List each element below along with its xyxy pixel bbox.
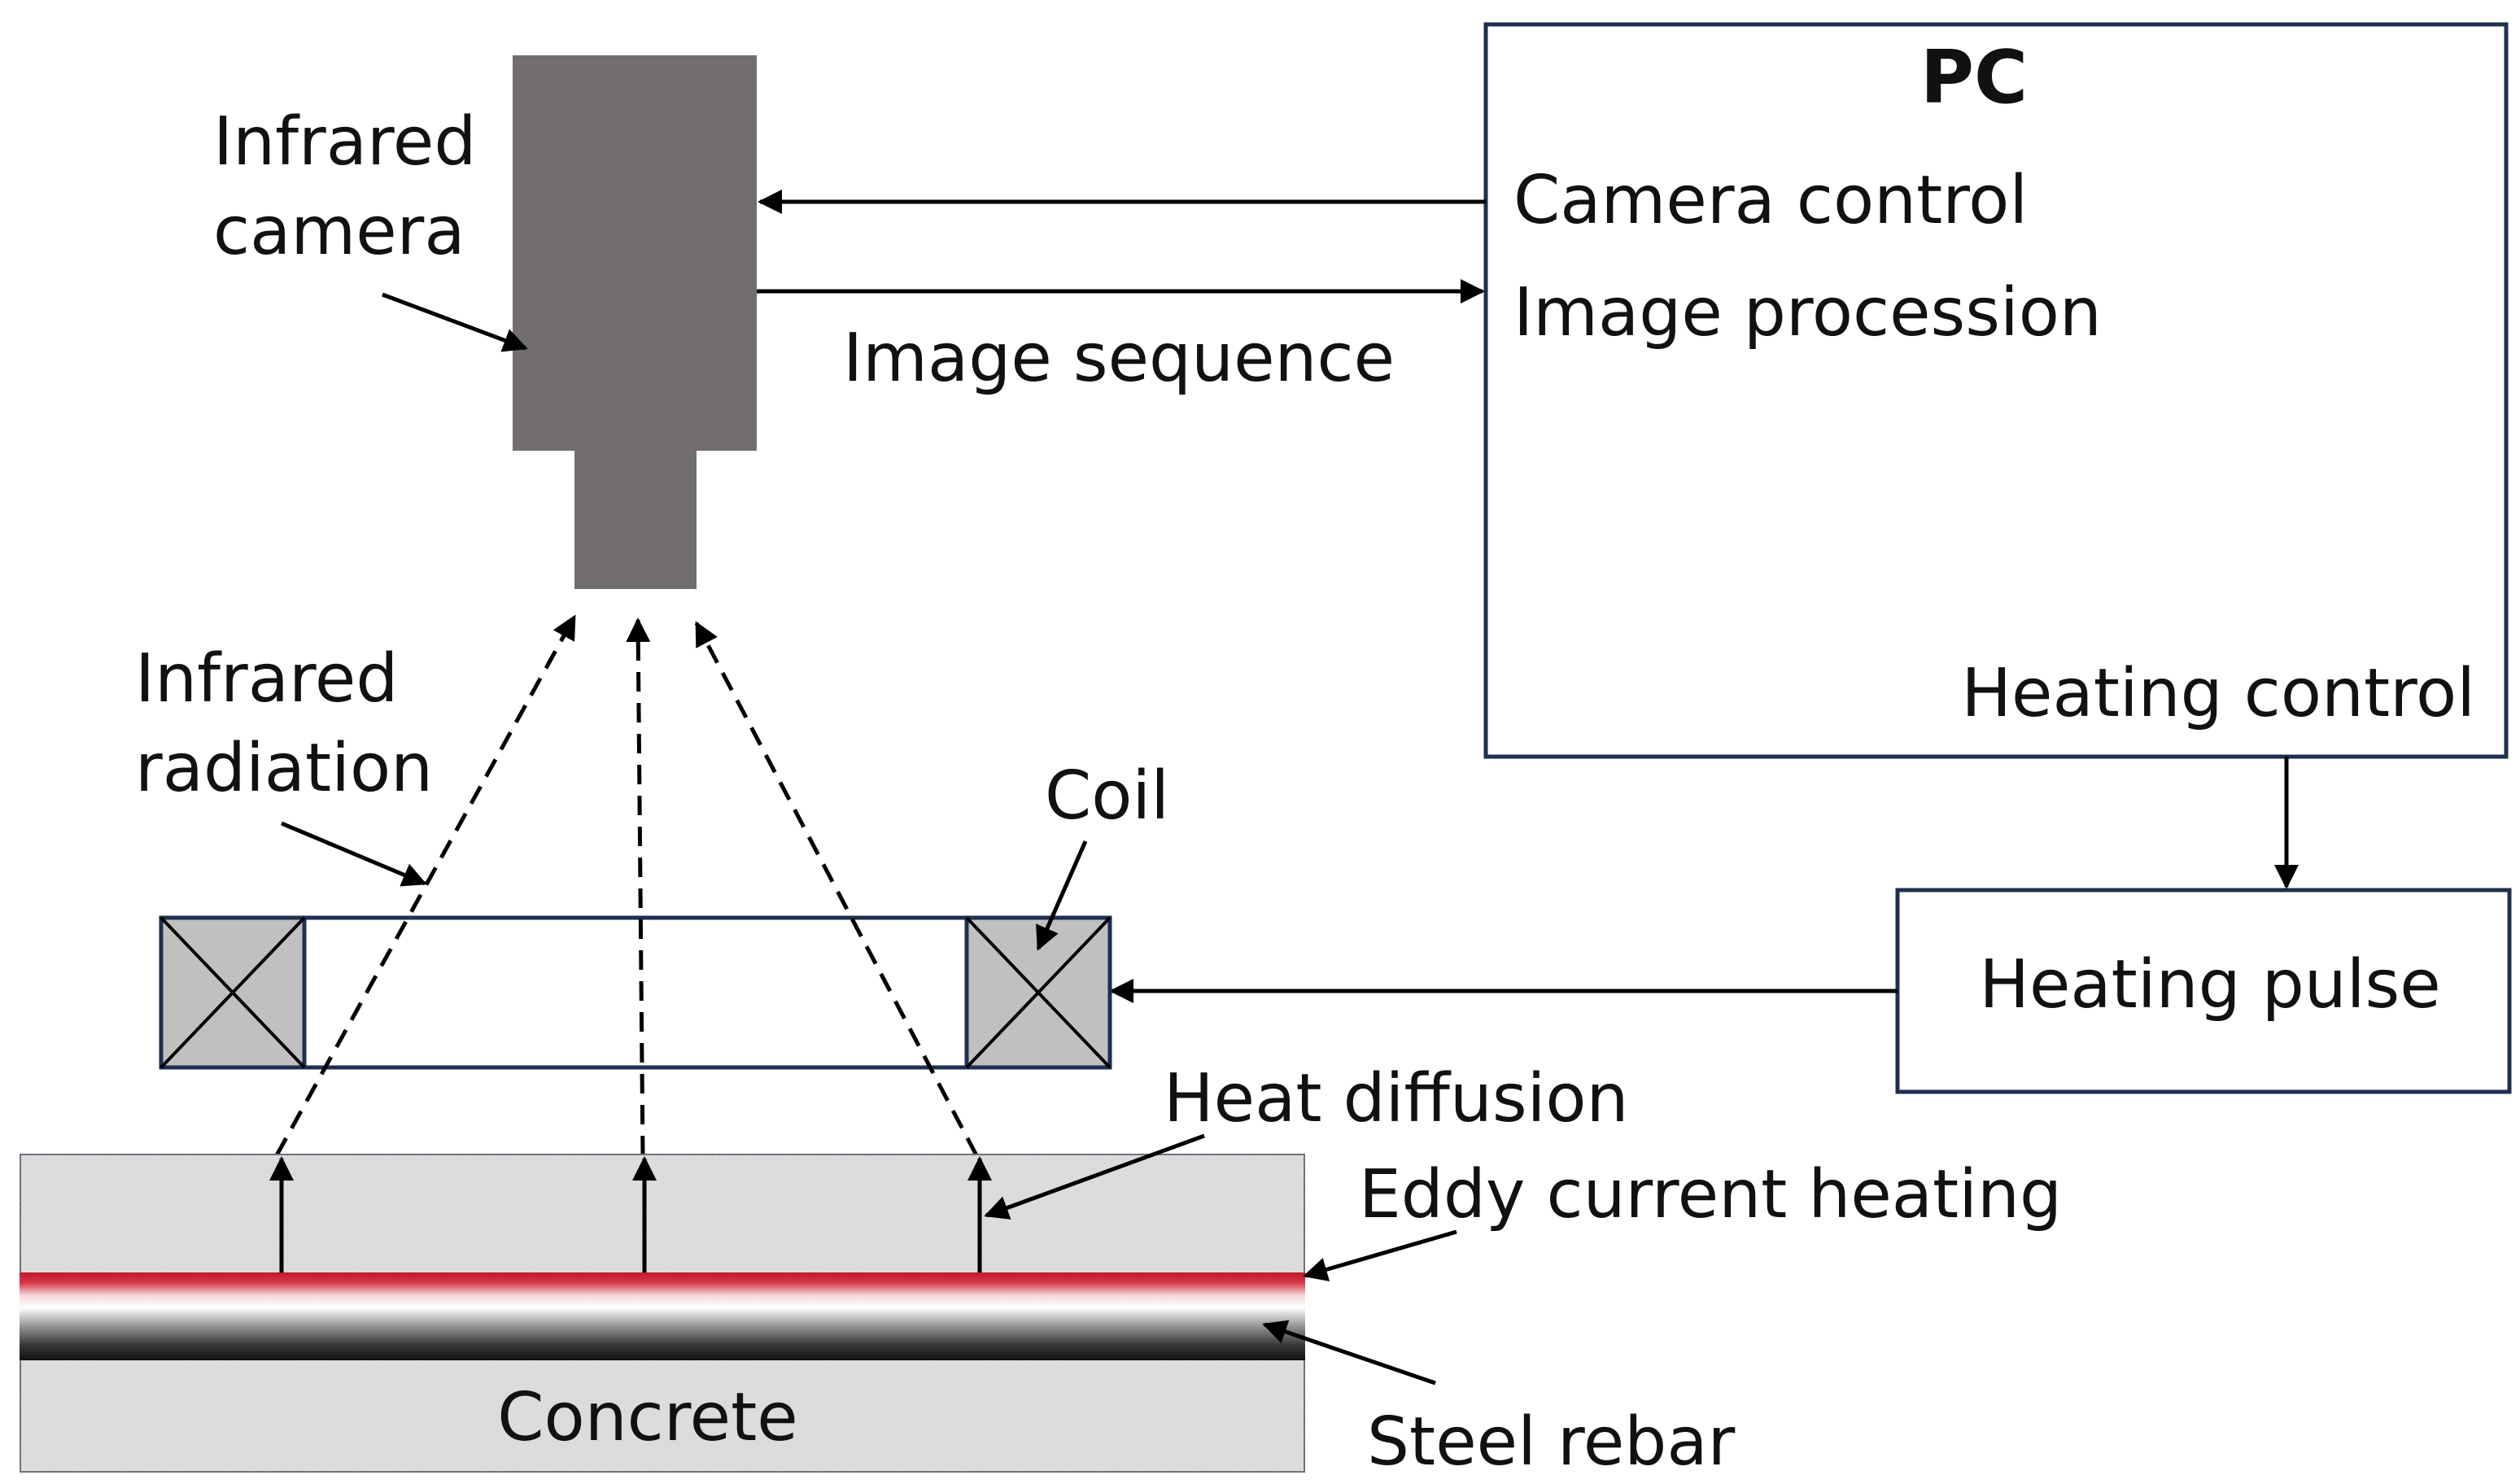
camera-pointer-line (382, 292, 528, 352)
camera-body (513, 55, 757, 451)
coil-right-cross-section (964, 915, 1112, 1070)
eddy-current-pointer (1303, 1229, 1457, 1281)
radiation-ray-center (626, 618, 651, 1156)
heat-diffusion-pointer (984, 1133, 1205, 1220)
steel-rebar (20, 1272, 1305, 1360)
radiation-ray-left (274, 614, 577, 1157)
radiation-ray-right (694, 621, 979, 1157)
coil-frame (159, 915, 1112, 1070)
pc-camera-control: Camera control (1513, 162, 2028, 239)
radiation-label-line1: Infrared (135, 640, 398, 718)
concrete-label: Concrete (497, 1379, 797, 1456)
pc-image-procession: Image procession (1513, 274, 2102, 351)
heat-diffusion-label: Heat diffusion (1164, 1060, 1629, 1137)
radiation-pointer-line (281, 821, 427, 887)
pc-heating-control: Heating control (1961, 655, 2475, 732)
image-sequence-label: Image sequence (843, 320, 1395, 397)
infrared-radiation-rays (274, 614, 979, 1157)
pc-title: PC (1920, 35, 2028, 120)
coil-left-cross-section (159, 915, 307, 1070)
steel-rebar-pointer (1262, 1320, 1436, 1386)
steel-rebar-label: Steel rebar (1367, 1403, 1736, 1481)
pc-box (1483, 22, 2509, 759)
eddy-current-heating-label: Eddy current heating (1359, 1156, 2062, 1233)
heating-pulse-label: Heating pulse (1979, 946, 2440, 1024)
heating-pulse-box (1895, 888, 2512, 1094)
camera-label-line2: camera (213, 193, 465, 270)
coil-label: Coil (1045, 757, 1169, 835)
camera-lens (574, 451, 697, 589)
radiation-label-line2: radiation (135, 730, 433, 807)
coil-pointer-line (1036, 840, 1088, 951)
camera-label-line1: Infrared (213, 103, 476, 181)
infrared-camera (513, 55, 757, 589)
heat-diffusion-arrows (269, 1156, 992, 1272)
